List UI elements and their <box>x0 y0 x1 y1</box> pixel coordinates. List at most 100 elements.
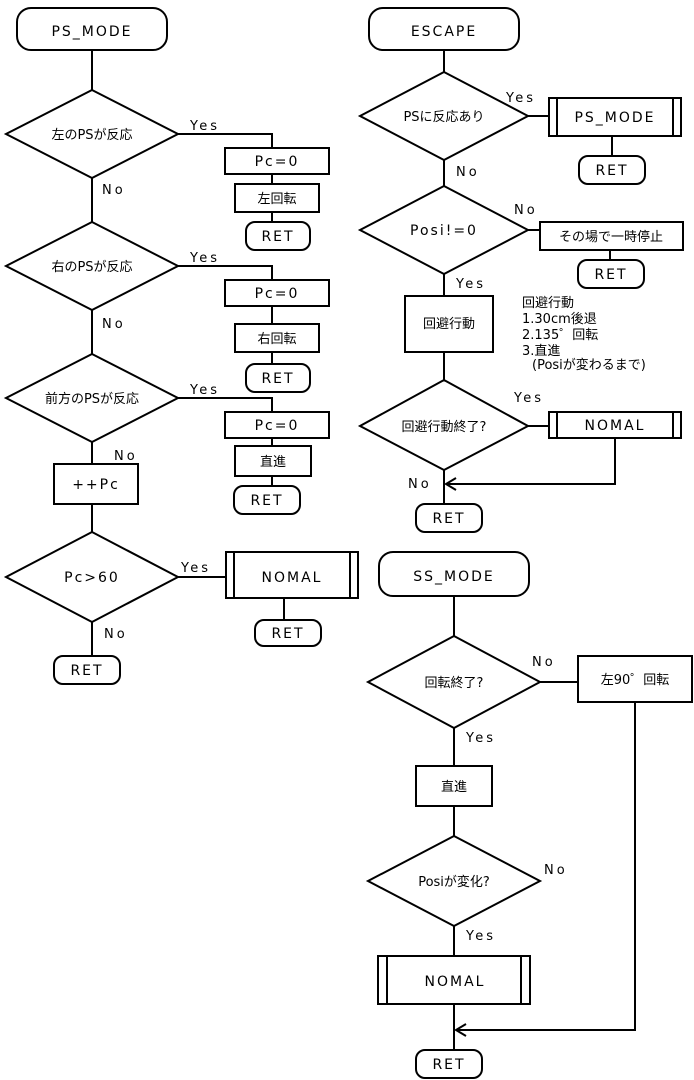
decision-posi-changed-label: Posiが変化? <box>418 874 490 890</box>
yes-label: Yes <box>513 391 544 406</box>
process-ss-straight-label: 直進 <box>441 780 467 795</box>
no-label: No <box>104 627 128 642</box>
process-increment-pc <box>53 463 139 505</box>
avoid-note-line2: 2.135゜回転 <box>522 328 598 343</box>
process-pc-reset-3 <box>224 411 330 439</box>
yes-label: Yes <box>465 929 496 944</box>
decision-front-ps-label: 前方のPSが反応 <box>45 391 139 407</box>
process-pc-reset-2 <box>224 279 330 307</box>
ret-label-3: RET <box>250 493 283 509</box>
decision-right-ps-label: 右のPSが反応 <box>51 260 132 275</box>
subroutine-nomal-3-label: NOMAL <box>425 974 486 990</box>
process-stop-here-label: その場で一時停止 <box>559 229 663 245</box>
ps-mode-start-terminal <box>16 7 168 51</box>
ret-terminal-9 <box>415 1049 483 1079</box>
subroutine-nomal-2 <box>548 411 682 439</box>
process-avoid <box>404 295 494 353</box>
decision-left-ps-label: 左のPSが反応 <box>51 128 132 143</box>
decision-turn-done <box>365 634 543 730</box>
subroutine-ps-mode-label: PS_MODE <box>574 110 655 126</box>
no-label: No <box>102 183 126 198</box>
subroutine-nomal-1 <box>225 551 359 599</box>
process-stop-here <box>539 221 684 251</box>
process-turn-right <box>234 323 320 353</box>
process-pc-reset-1-label: Pc=0 <box>255 154 300 170</box>
yes-label: Yes <box>180 561 211 576</box>
yes-label: Yes <box>505 91 536 106</box>
ret-label-9: RET <box>432 1057 465 1073</box>
decision-pc-over-60-label: Pc>60 <box>64 570 120 586</box>
no-label: No <box>102 317 126 332</box>
avoid-note-line4: (Posiが変わるまで) <box>532 357 646 373</box>
avoid-note-line3: 3.直進 <box>522 344 560 359</box>
ret-label-8: RET <box>432 511 465 527</box>
subroutine-nomal-1-label: NOMAL <box>262 570 323 586</box>
no-label: No <box>544 863 568 878</box>
avoid-note: 回避行動 1.30cm後退 2.135゜回転 3.直進 (Posiが変わるまで) <box>522 296 646 373</box>
decision-posi-nonzero <box>357 184 531 276</box>
process-avoid-label: 回避行動 <box>423 317 475 332</box>
process-ss-straight <box>415 765 493 807</box>
ret-label-5: RET <box>70 663 103 679</box>
process-turn-left-label: 左回転 <box>257 192 296 207</box>
process-pc-reset-1 <box>224 147 330 175</box>
escape-start-terminal <box>368 7 520 51</box>
escape-title: ESCAPE <box>411 24 477 40</box>
decision-avoid-done <box>357 378 531 472</box>
ss-mode-title: SS_MODE <box>413 569 495 585</box>
decision-ps-reacted-label: PSに反応あり <box>403 110 484 125</box>
process-straight-label: 直進 <box>260 455 286 470</box>
avoid-note-line1: 1.30cm後退 <box>522 312 597 327</box>
no-label: No <box>514 203 538 218</box>
yes-label: Yes <box>189 251 220 266</box>
ps-mode-title: PS_MODE <box>51 24 132 40</box>
process-increment-pc-label: ++Pc <box>72 477 120 493</box>
no-label: No <box>114 449 138 464</box>
process-turn-left <box>234 183 320 213</box>
decision-right-ps <box>3 220 181 312</box>
ret-terminal-8 <box>415 503 483 533</box>
decision-turn-done-label: 回転終了? <box>425 675 484 691</box>
ret-label-6: RET <box>595 163 628 179</box>
ret-terminal-5 <box>53 655 121 685</box>
process-turn-left-90-label: 左90゜回転 <box>601 673 670 688</box>
ret-terminal-2 <box>245 363 311 393</box>
ps-mode-flow: PS_MODE 左のPSが反応 Yes No Pc=0 左回転 RET 右のPS… <box>3 7 359 685</box>
process-turn-left-90 <box>577 655 693 703</box>
decision-avoid-done-label: 回避行動終了? <box>402 419 487 435</box>
decision-left-ps <box>3 88 181 180</box>
decision-posi-nonzero-label: Posi!=0 <box>410 223 478 239</box>
subroutine-nomal-2-label: NOMAL <box>585 418 646 434</box>
no-label: No <box>532 655 556 670</box>
yes-label: Yes <box>455 277 486 292</box>
subroutine-nomal-3 <box>377 955 531 1005</box>
decision-front-ps <box>3 352 181 444</box>
no-label: No <box>408 477 432 492</box>
process-pc-reset-3-label: Pc=0 <box>255 418 300 434</box>
yes-label: Yes <box>189 383 220 398</box>
ret-terminal-3 <box>233 485 301 515</box>
decision-pc-over-60 <box>3 530 181 624</box>
subroutine-ps-mode <box>548 97 682 137</box>
process-straight <box>234 445 312 477</box>
ret-terminal-7 <box>577 259 645 289</box>
ret-terminal-6 <box>578 155 646 185</box>
decision-ps-reacted <box>357 70 531 162</box>
ret-label-2: RET <box>261 371 294 387</box>
ss-mode-flow: SS_MODE 回転終了? No Yes 左90゜回転 直進 Posiが変化? … <box>365 551 693 1079</box>
ret-label-1: RET <box>261 229 294 245</box>
decision-posi-changed <box>365 834 543 928</box>
yes-label: Yes <box>465 731 496 746</box>
ret-label-4: RET <box>271 626 304 642</box>
ret-label-7: RET <box>594 267 627 283</box>
escape-flow: ESCAPE PSに反応あり Yes No PS_MODE RET Posi!=… <box>357 7 684 533</box>
avoid-note-title: 回避行動 <box>522 296 574 311</box>
process-pc-reset-2-label: Pc=0 <box>255 286 300 302</box>
no-label: No <box>456 165 480 180</box>
ss-mode-start-terminal <box>378 551 530 597</box>
ret-terminal-4 <box>254 619 322 647</box>
process-turn-right-label: 右回転 <box>257 332 296 347</box>
yes-label: Yes <box>189 119 220 134</box>
ret-terminal-1 <box>245 221 311 251</box>
